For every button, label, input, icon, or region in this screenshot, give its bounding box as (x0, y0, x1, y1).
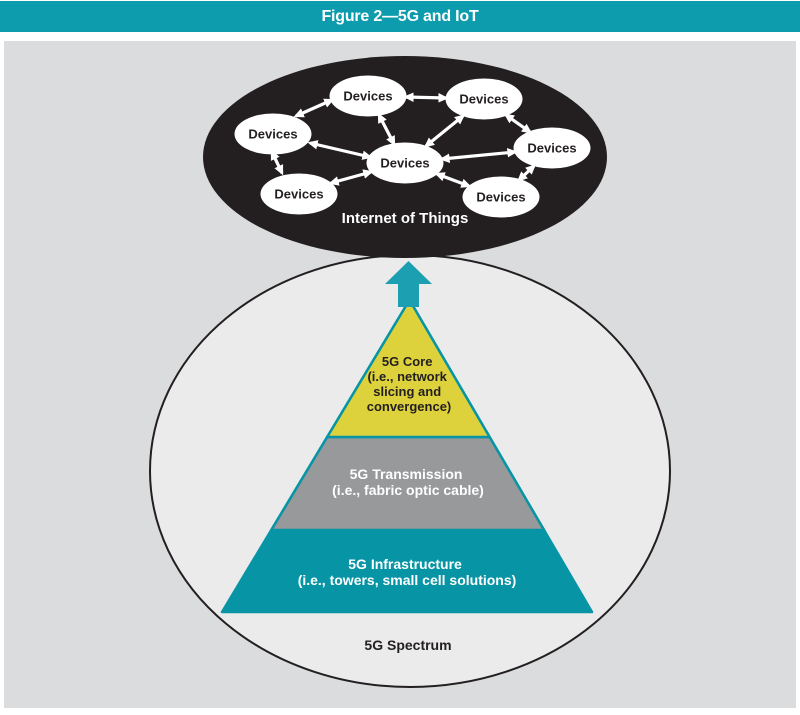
pyramid-layer-5g-core (325, 298, 491, 439)
figure-title: Figure 2—5G and IoT (321, 7, 479, 25)
device-connections (270, 92, 536, 188)
connection-left-top-left (293, 98, 335, 118)
device-node-right: Devices (513, 127, 591, 169)
device-ellipse (260, 173, 338, 215)
connection-center-bottom-right (434, 172, 472, 188)
connection-bottom-left-center (328, 169, 374, 186)
device-node-bottom-left: Devices (260, 173, 338, 215)
device-node-center: Devices (366, 142, 444, 184)
5g-core-label: 5G Core (i.e., network slicing and conve… (367, 354, 452, 414)
figure-title-bar: Figure 2—5G and IoT (0, 1, 800, 32)
spectrum-label: 5G Spectrum (364, 637, 451, 653)
pyramid: 5G Core (i.e., network slicing and conve… (220, 298, 594, 614)
5g-infrastructure-label: 5G Infrastructure (i.e., towers, small c… (298, 556, 517, 588)
connection-top-left-center (377, 112, 396, 147)
device-node-bottom-right: Devices (462, 176, 540, 218)
connection-top-right-center (423, 114, 466, 148)
connection-right-bottom-right (517, 164, 536, 182)
connection-top-left-top-right (403, 92, 449, 103)
device-ellipse (366, 142, 444, 184)
device-label: Devices (459, 92, 508, 107)
device-label: Devices (248, 127, 297, 142)
iot-cloud: Devices Devices Devices Devices Devices … (203, 56, 607, 258)
device-node-top-right: Devices (445, 78, 523, 120)
device-label: Devices (343, 89, 392, 104)
connection-top-right-right (503, 113, 533, 134)
connection-center-right (439, 147, 518, 164)
connection-left-center (307, 140, 373, 160)
up-arrow-icon (385, 261, 432, 307)
iot-caption: Internet of Things (342, 210, 469, 227)
device-label: Devices (380, 156, 429, 171)
device-label: Devices (274, 187, 323, 202)
5g-transmission-label: 5G Transmission (i.e., fabric optic cabl… (332, 466, 484, 498)
connection-left-bottom-left (270, 149, 284, 176)
device-node-top-left: Devices (329, 75, 407, 117)
device-ellipse (462, 176, 540, 218)
device-ellipse (234, 113, 312, 155)
device-ellipse (445, 78, 523, 120)
device-ellipse (329, 75, 407, 117)
device-node-left: Devices (234, 113, 312, 155)
device-label: Devices (476, 190, 525, 205)
device-ellipse (513, 127, 591, 169)
device-label: Devices (527, 141, 576, 156)
